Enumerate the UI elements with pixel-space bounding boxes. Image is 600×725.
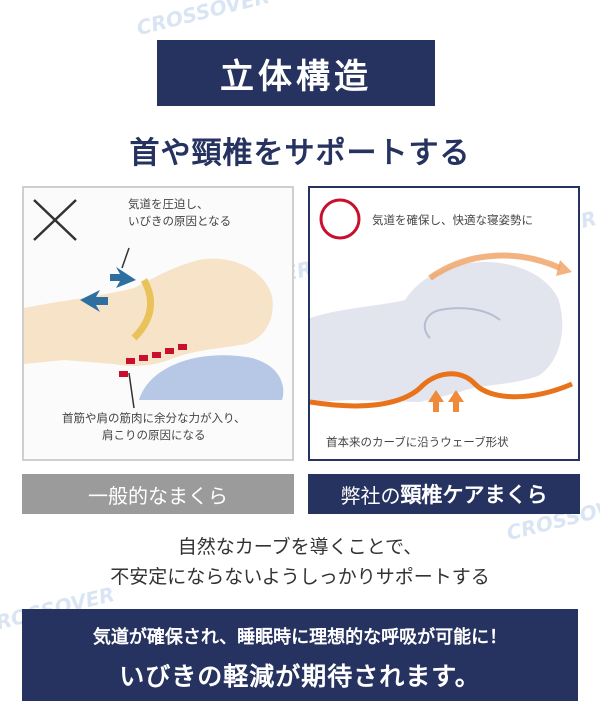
- benefit-banner: 気道が確保され、睡眠時に理想的な呼吸が可能に！ いびきの軽減が期待されます。: [22, 609, 578, 701]
- banner-line-2: いびきの軽減が期待されます。: [119, 662, 481, 691]
- label-prefix: 弊社の: [340, 483, 401, 508]
- ordinary-pillow-label: 一般的なまくら: [22, 474, 294, 514]
- neck-care-pillow-panel: 気道を確保し、快適な寝姿勢に 首本来のカーブに沿うウェーブ形状: [308, 186, 580, 461]
- body-text-line-1: 自然なカーブを導くことで、: [177, 536, 423, 558]
- neck-care-pillow-illustration: [310, 198, 573, 412]
- page-title: 立体構造: [220, 56, 372, 97]
- compression-arrows-icon: [80, 267, 136, 312]
- title-box: 立体構造: [157, 40, 435, 106]
- body-text-line-2: 不安定にならないようしっかりサポートする: [110, 566, 490, 588]
- wave-shape-note: 首本来のカーブに沿うウェーブ形状: [326, 435, 509, 449]
- shoulder-note: 首筋や肩の筋肉に余分な力が入り、 肩こりの原因になる: [62, 411, 246, 443]
- circle-mark-icon: [319, 198, 361, 240]
- watermark: CROSSOVER: [134, 0, 272, 41]
- label-emphasis: 頸椎ケアまくら: [400, 483, 548, 507]
- cross-mark-icon: [33, 199, 77, 241]
- airway-note: 気道を圧迫し、 いびきの原因となる: [128, 197, 232, 229]
- airway-support-note: 気道を確保し、快適な寝姿勢に: [372, 213, 533, 227]
- ordinary-pillow-illustration: [24, 199, 284, 409]
- banner-line-1: 気道が確保され、睡眠時に理想的な呼吸が可能に！: [92, 627, 508, 648]
- support-arrows-icon: [428, 390, 464, 412]
- spine-mark: [119, 344, 187, 377]
- neck-care-pillow-label: 弊社の頸椎ケアまくら: [308, 474, 580, 514]
- ordinary-pillow-panel: 気道を圧迫し、 いびきの原因となる 首筋や肩の筋肉に余分な力が入り、 肩こりの原…: [22, 186, 294, 461]
- page-subtitle: 首や頸椎をサポートする: [129, 136, 471, 171]
